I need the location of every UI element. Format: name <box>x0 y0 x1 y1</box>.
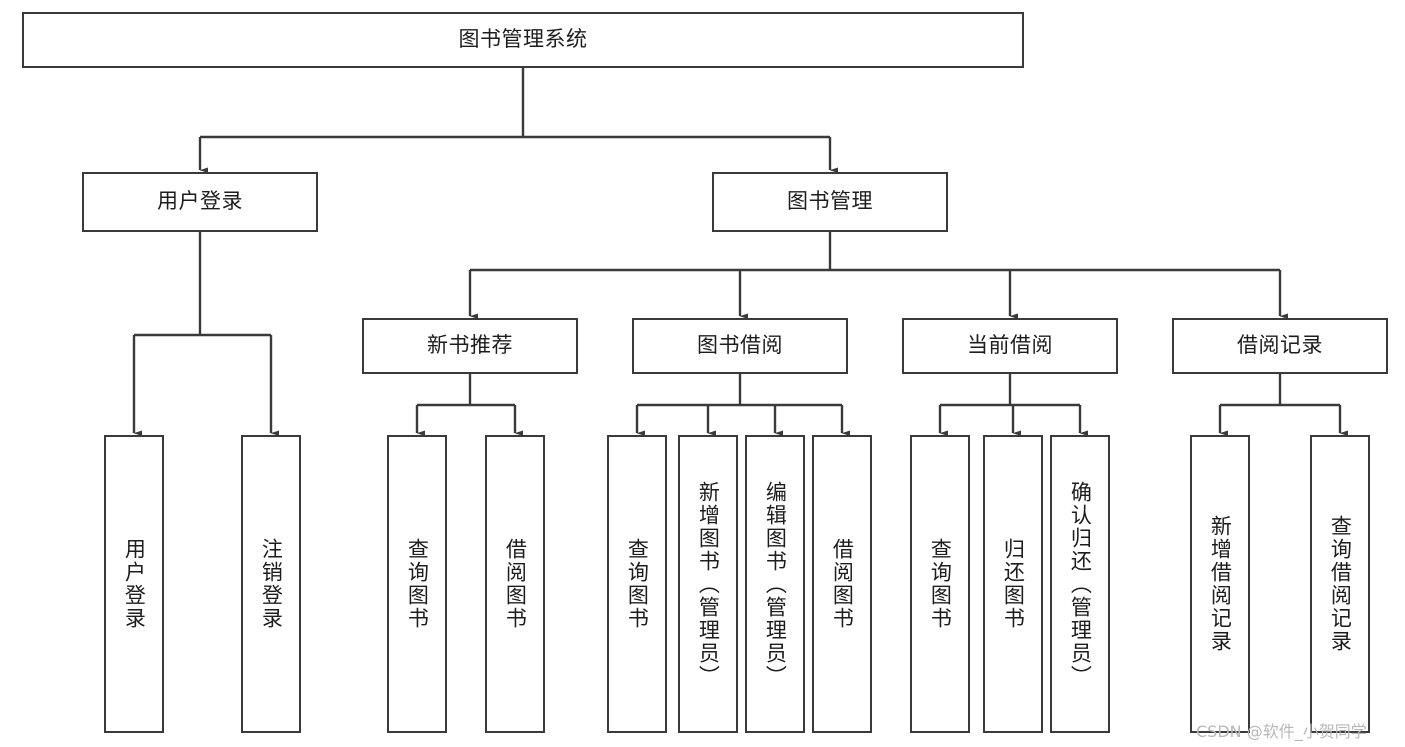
node-leaf-query-book-2: 查询图书 <box>607 435 667 733</box>
node-current-borrow: 当前借阅 <box>902 318 1118 374</box>
node-leaf-confirm-return: 确认归还（管理员） <box>1050 435 1110 733</box>
node-leaf-query-record: 查询借阅记录 <box>1310 435 1370 733</box>
csdn-watermark: CSDN @软件_小贺同学 <box>1196 722 1367 741</box>
node-leaf-return-book: 归还图书 <box>983 435 1043 733</box>
node-label: 新增图书（管理员） <box>696 480 721 688</box>
node-label: 图书借阅 <box>697 333 783 358</box>
node-label: 用户登录 <box>157 189 243 214</box>
node-label: 归还图书 <box>1001 538 1026 630</box>
node-label: 查询借阅记录 <box>1328 515 1353 653</box>
node-borrow-record: 借阅记录 <box>1172 318 1388 374</box>
node-label: 注销登录 <box>259 538 284 630</box>
node-label: 查询图书 <box>625 538 650 630</box>
node-new-book-recommend: 新书推荐 <box>362 318 578 374</box>
node-label: 查询图书 <box>928 538 953 630</box>
node-leaf-borrow-book-1: 借阅图书 <box>485 435 545 733</box>
node-leaf-user-login: 用户登录 <box>104 435 164 733</box>
node-label: 借阅图书 <box>503 538 528 630</box>
node-leaf-edit-book: 编辑图书（管理员） <box>745 435 805 733</box>
node-book-borrow: 图书借阅 <box>632 318 848 374</box>
node-label: 确认归还（管理员） <box>1068 480 1093 688</box>
node-user-login: 用户登录 <box>82 172 318 232</box>
node-leaf-borrow-book-2: 借阅图书 <box>812 435 872 733</box>
node-label: 借阅记录 <box>1237 333 1323 358</box>
node-leaf-user-logout: 注销登录 <box>241 435 301 733</box>
node-label: 新书推荐 <box>427 333 513 358</box>
root-node-root: 图书管理系统 <box>22 12 1024 68</box>
node-leaf-query-book-1: 查询图书 <box>387 435 447 733</box>
node-label: 查询图书 <box>405 538 430 630</box>
node-label: 新增借阅记录 <box>1208 515 1233 653</box>
node-label: 编辑图书（管理员） <box>763 480 788 688</box>
node-leaf-query-book-3: 查询图书 <box>910 435 970 733</box>
node-leaf-add-book: 新增图书（管理员） <box>678 435 738 733</box>
node-label: 图书管理系统 <box>458 27 588 52</box>
node-label: 图书管理 <box>787 189 873 214</box>
node-book-manage: 图书管理 <box>712 172 948 232</box>
node-label: 用户登录 <box>122 538 147 630</box>
node-leaf-add-record: 新增借阅记录 <box>1190 435 1250 733</box>
node-label: 借阅图书 <box>830 538 855 630</box>
node-label: 当前借阅 <box>967 333 1053 358</box>
